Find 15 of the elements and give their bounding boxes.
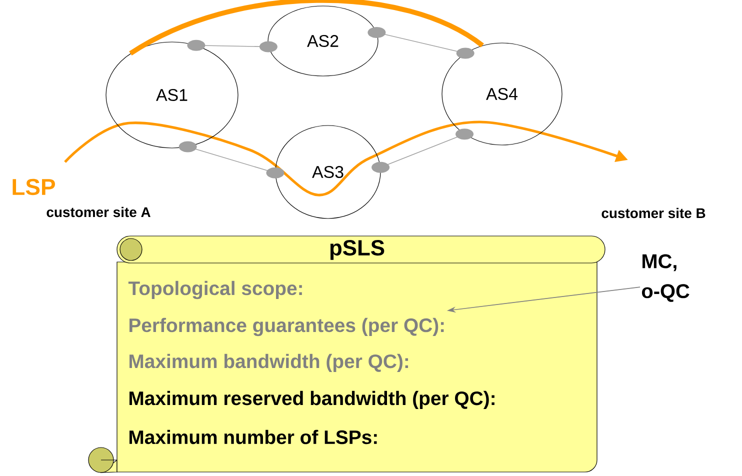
link-line [368, 27, 474, 59]
scroll-text-line: Performance guarantees (per QC): [130, 318, 444, 336]
link-line [372, 128, 474, 173]
scroll-text-line: Maximum bandwidth (per QC): [130, 354, 408, 372]
note-text: MC, o-QC [642, 254, 690, 302]
site-label: customer site A [46, 206, 150, 218]
scroll-text-line: Topological scope: [128, 280, 302, 300]
lsp-path [129, 0, 484, 56]
link-line [187, 40, 278, 52]
scroll-text-line: Maximum reserved bandwidth (per QC): [130, 390, 494, 410]
lsp-label: LSP [12, 178, 55, 196]
node-label: pSLS [330, 240, 384, 260]
site-label: customer site B [602, 208, 706, 218]
link-line [178, 141, 284, 178]
scroll-text-line: Maximum number of LSPs: [130, 430, 377, 444]
